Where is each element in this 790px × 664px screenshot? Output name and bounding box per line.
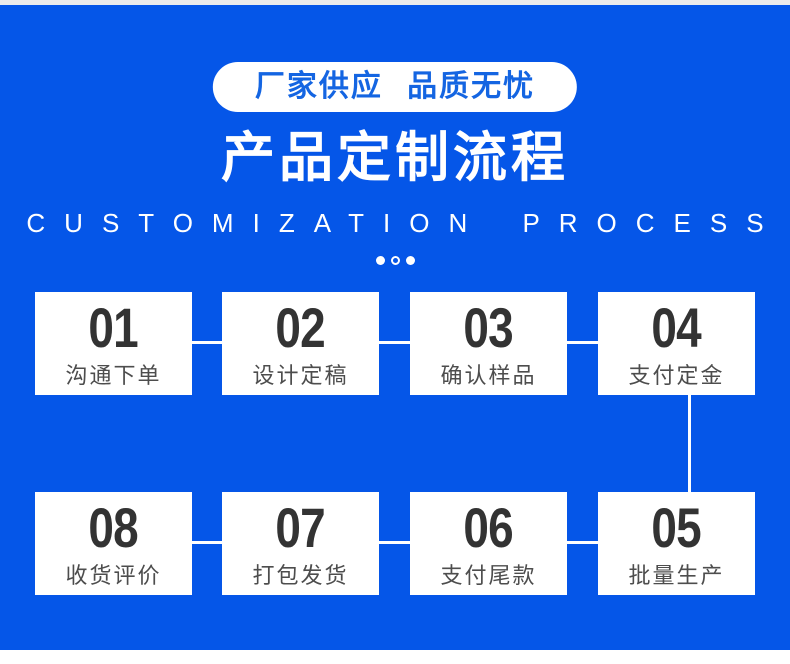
step-label: 支付尾款 <box>440 563 537 588</box>
connector-line <box>192 341 222 344</box>
dot-filled-icon <box>405 256 415 265</box>
step-label: 打包发货 <box>252 563 349 588</box>
connector-line <box>567 541 598 544</box>
step-card-01: 01 沟通下单 <box>35 292 192 395</box>
connector-line <box>379 341 410 344</box>
banner-pill: 厂家供应 品质无忧 <box>212 62 578 112</box>
step-label: 设计定稿 <box>252 363 349 388</box>
step-label: 确认样品 <box>440 363 537 388</box>
connector-line <box>567 341 598 344</box>
step-card-07: 07 打包发货 <box>222 492 379 595</box>
page-title: 产品定制流程 <box>221 128 569 188</box>
top-strip <box>0 0 790 5</box>
dots-separator <box>0 256 790 265</box>
subtitle-text: CUSTOMIZATION PROCESS <box>26 208 783 238</box>
connector-line-vertical <box>688 395 691 492</box>
dot-filled-icon <box>375 256 385 265</box>
step-label: 沟通下单 <box>65 363 162 388</box>
step-number: 03 <box>463 296 514 359</box>
step-number: 07 <box>275 496 326 559</box>
step-number: 08 <box>88 496 139 559</box>
dot-hollow-icon <box>390 256 400 265</box>
step-number: 02 <box>275 296 326 359</box>
connector-line <box>379 541 410 544</box>
step-number: 06 <box>463 496 514 559</box>
step-number: 05 <box>651 496 702 559</box>
step-number: 01 <box>88 296 139 359</box>
banner-text: 厂家供应 品质无忧 <box>254 70 536 103</box>
step-label: 支付定金 <box>628 363 725 388</box>
step-label: 批量生产 <box>628 563 725 588</box>
step-card-08: 08 收货评价 <box>35 492 192 595</box>
step-card-03: 03 确认样品 <box>410 292 567 395</box>
step-label: 收货评价 <box>65 563 162 588</box>
step-card-06: 06 支付尾款 <box>410 492 567 595</box>
step-card-04: 04 支付定金 <box>598 292 755 395</box>
step-number: 04 <box>651 296 702 359</box>
connector-line <box>192 541 222 544</box>
step-card-05: 05 批量生产 <box>598 492 755 595</box>
step-card-02: 02 设计定稿 <box>222 292 379 395</box>
